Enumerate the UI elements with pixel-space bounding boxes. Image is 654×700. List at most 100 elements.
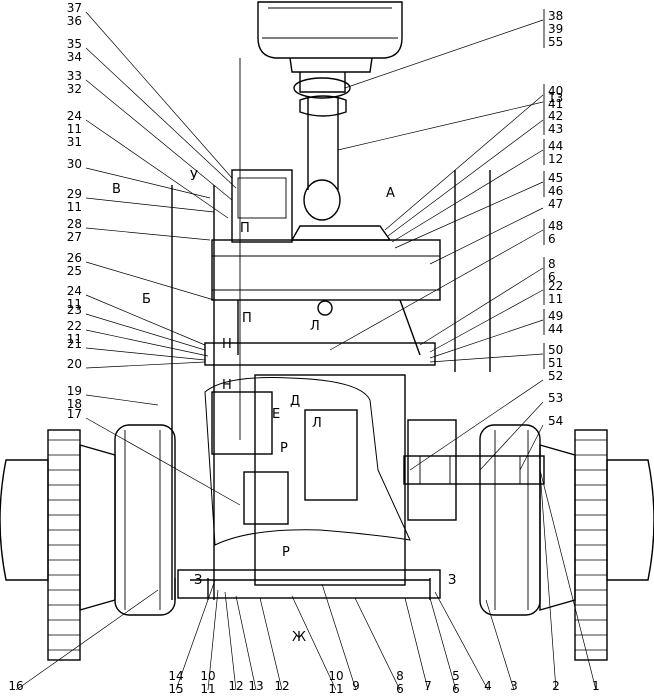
view-label: Н [222,378,232,393]
callout-number: 42 [548,109,563,123]
callout-number: 45 [548,171,563,185]
main-housing [254,374,406,586]
callout-bottom-8: 86 [396,669,404,696]
callout-number: 6 [452,682,460,696]
callout-number: 13 [548,91,563,105]
callout-number: 9 [352,679,360,693]
callout-number: 11 [200,682,215,696]
callout-number: 1 [592,679,600,693]
view-label: Р [282,545,290,560]
view-label: Ж [292,630,306,645]
view-label: У [190,169,198,184]
hydraulic-block-outline [204,377,411,546]
callout-number: 4 [484,679,492,693]
callout-bottom-10: 56 [452,669,460,696]
callout-number: 27 [67,230,82,244]
callout-bottom-5: 12 [274,679,289,693]
view-label: В [112,182,121,197]
bottom-rail [177,569,441,599]
callout-bottom-11: 4 [484,679,492,693]
view-label: Б [142,292,151,307]
callout-number: 26 [67,251,82,265]
callout-left-4: 30 [67,157,82,171]
callout-number: 10 [200,669,215,683]
callout-layer: 3736353433322411313029112827262524112322… [8,1,599,696]
control-valve-right [304,409,358,501]
callout-number: 33 [67,69,82,83]
callout-number: 31 [67,135,82,149]
callout-number: 35 [67,37,82,51]
callout-number: 6 [396,682,404,696]
view-label: П [240,221,250,236]
callout-number: 19 [67,384,82,398]
view-label: З [194,573,202,588]
view-label: З [448,573,456,588]
callout-left-14: 17 [67,407,82,421]
view-label: Е [272,407,280,422]
callout-number: 11 [548,292,563,306]
callout-number: 17 [67,407,82,421]
gear-cover [407,419,457,521]
callout-number: 52 [548,369,563,383]
filter-box [231,169,293,243]
callout-number: 54 [548,414,563,428]
view-label: Р [280,441,288,456]
callout-left-12: 20 [67,357,82,371]
callout-bottom-0: 16 [8,679,23,693]
view-label: А [386,186,395,201]
middle-bar [204,342,436,366]
callout-right-7: 486 [543,219,563,246]
callout-number: 32 [67,82,82,96]
callout-number: 11 [67,122,82,136]
callout-number: 46 [548,184,563,198]
callout-number: 3 [510,679,518,693]
callout-bottom-12: 3 [510,679,518,693]
right-hub [479,424,541,616]
callout-number: 20 [67,357,82,371]
left-tire [0,459,49,581]
view-labels: А Б В П П Л У Н Н Д Е Л Р Р З З Ж [112,169,456,645]
callout-number: 11 [328,682,343,696]
callout-number: 28 [67,217,82,231]
callout-bottom-9: 7 [424,679,432,693]
callout-number: 49 [548,309,563,323]
control-valve-left [211,391,273,455]
callout-number: 5 [452,669,460,683]
callout-bottom-3: 12 [228,679,243,693]
leader-lines [15,11,597,691]
callout-right-14: 54 [548,414,563,428]
callout-number: 55 [548,35,563,49]
clamp [293,77,351,99]
callout-number: 12 [228,679,243,693]
callout-number: 18 [67,397,82,411]
callout-number: 14 [168,669,183,683]
upper-case [211,239,441,301]
callout-bottom-4: 13 [248,679,263,693]
callout-right-8: 86 [543,257,556,284]
callout-number: 30 [67,157,82,171]
callout-number: 24 [67,109,82,123]
callout-number: 22 [67,319,82,333]
callout-number: 23 [67,303,82,317]
callout-number: 15 [168,682,183,696]
callout-right-13: 53 [548,391,563,405]
callout-number: 16 [8,679,23,693]
callout-number: 51 [548,356,563,370]
callout-number: 43 [548,122,563,136]
callout-number: 2 [552,679,560,693]
callout-bottom-14: 1 [592,679,600,693]
callout-number: 44 [548,322,563,336]
callout-number: 40 [548,84,563,98]
callout-number: 50 [548,343,563,357]
